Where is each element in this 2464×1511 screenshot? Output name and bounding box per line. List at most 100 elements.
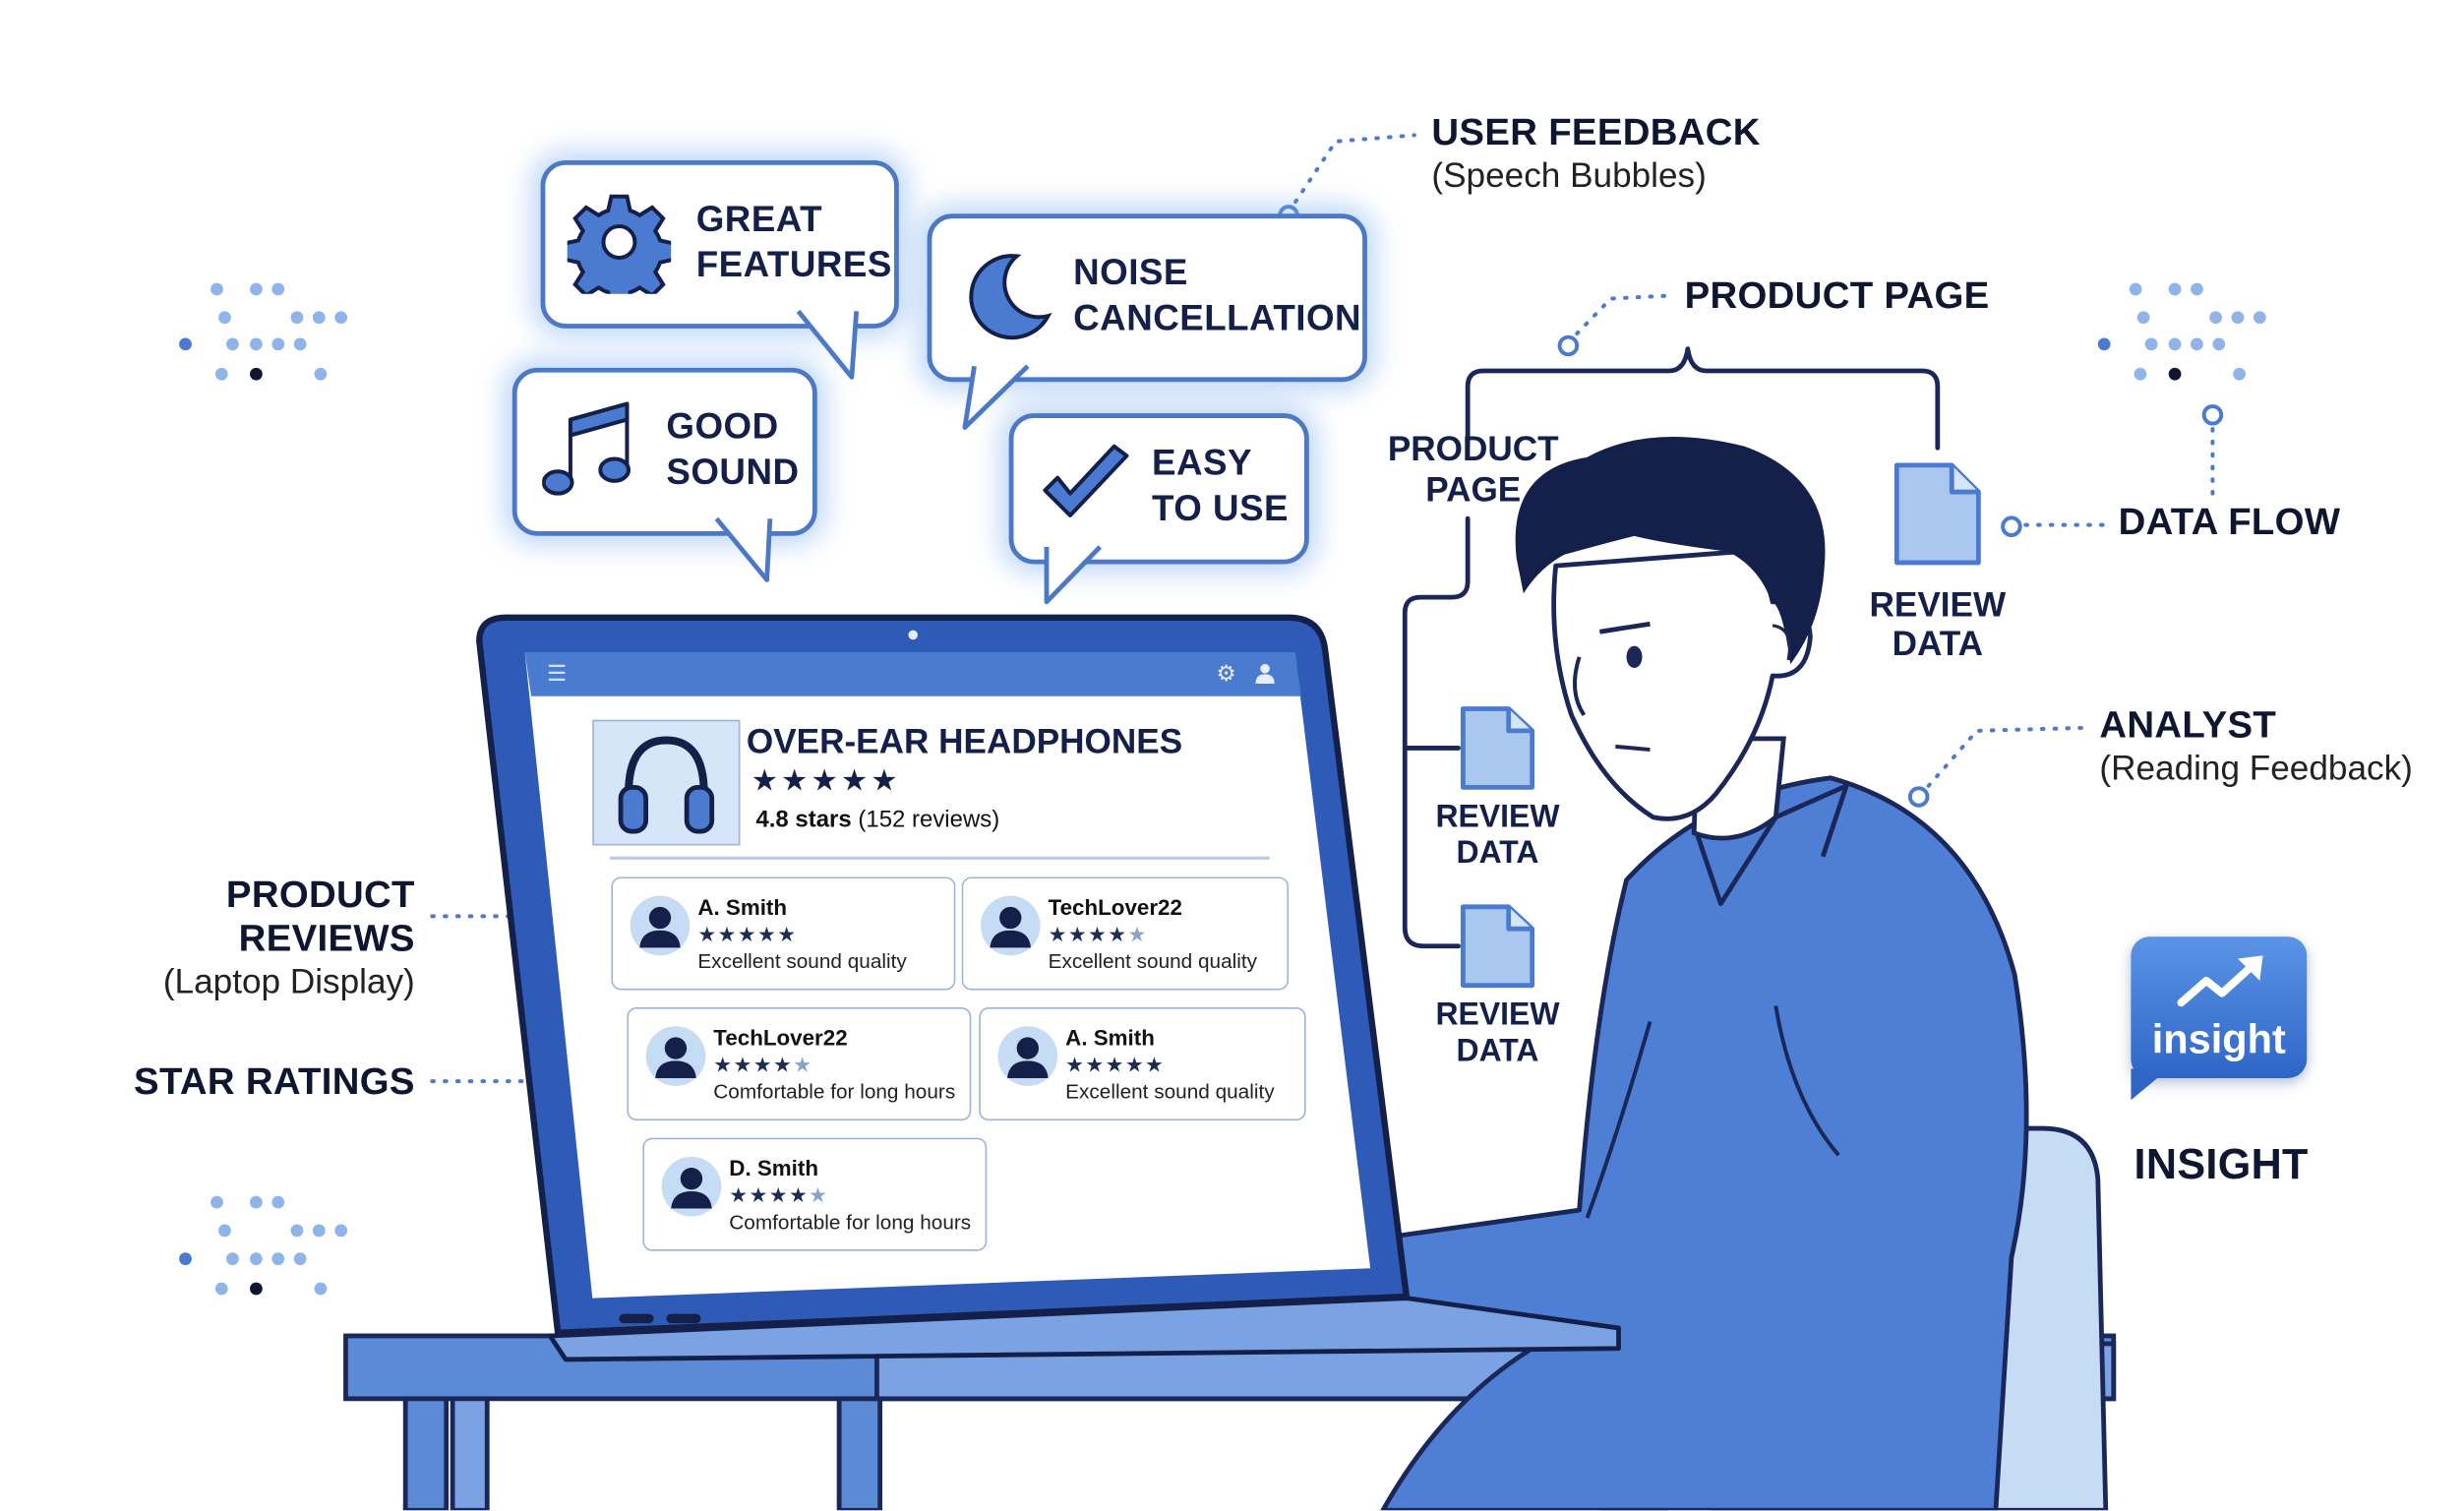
review-text: Comfortable for long hours	[729, 1210, 972, 1235]
gear-icon	[567, 194, 672, 294]
star-icon: ★	[737, 922, 757, 946]
star-icon: ★	[777, 922, 798, 946]
user-icon[interactable]	[1254, 662, 1276, 684]
product-title: OVER-EAR HEADPHONES	[746, 721, 1183, 761]
label-product-page-left: PRODUCT PAGE	[1387, 429, 1559, 510]
label-analyst: ANALYST (Reading Feedback)	[2099, 704, 2412, 789]
music-note-icon	[542, 401, 631, 496]
avatar	[996, 1025, 1059, 1088]
review-card[interactable]: A. Smith★★★★★Excellent sound quality	[979, 1007, 1306, 1121]
star-icon: ★	[1085, 1053, 1106, 1077]
document-icon	[1460, 706, 1535, 790]
review-stars: ★★★★★	[1049, 923, 1148, 948]
star-icon: ★	[1048, 922, 1068, 946]
label-user-feedback-title: USER FEEDBACK	[1431, 111, 1761, 154]
label-data-flow: DATA FLOW	[2118, 501, 2341, 544]
star-icon: ★	[717, 922, 738, 946]
product-rating-value: 4.8 stars	[755, 806, 852, 833]
review-card[interactable]: A. Smith ★★★★★Excellent sound quality	[611, 876, 956, 991]
review-stars: ★★★★★	[1065, 1053, 1165, 1078]
review-author: D. Smith	[729, 1155, 819, 1180]
review-card[interactable]: TechLover22★★★★★Comfortable for long hou…	[627, 1007, 972, 1121]
label-review-data-middle: REVIEW DATA	[1435, 800, 1560, 872]
star-icon: ★	[1145, 1053, 1166, 1077]
review-author: A. Smith	[1065, 1024, 1155, 1051]
label-review-data-top: REVIEW DATA	[1869, 584, 2007, 664]
bubble-noise-cancellation: NOISE CANCELLATION	[927, 213, 1367, 383]
trend-up-icon	[2177, 955, 2263, 1007]
label-user-feedback: USER FEEDBACK (Speech Bubbles)	[1431, 111, 1760, 196]
insight-badge-tail	[2131, 1068, 2169, 1101]
review-author: A. Smith	[697, 894, 788, 920]
star-icon: ★	[772, 1053, 794, 1077]
review-author: TechLover22	[1048, 894, 1182, 920]
star-icon: ★	[1124, 1053, 1146, 1077]
insight-badge: insight	[2131, 937, 2308, 1078]
review-stars: ★★★★★	[713, 1053, 812, 1078]
star-icon: ★	[793, 1053, 813, 1077]
star-icon: ★	[1067, 922, 1089, 946]
star-icon: ★	[1105, 1053, 1125, 1077]
product-rating: 4.8 stars (152 reviews)	[755, 807, 999, 833]
review-card[interactable]: TechLover22★★★★★Excellent sound quality	[961, 876, 1290, 991]
review-author: TechLover22	[713, 1024, 848, 1051]
avatar	[660, 1155, 723, 1218]
label-product-reviews-title: PRODUCT REVIEWS	[225, 874, 415, 961]
review-text: Excellent sound quality	[1065, 1079, 1275, 1104]
star-icon: ★	[733, 1053, 753, 1077]
review-card[interactable]: D. Smith ★★★★★Comfortable for long hours	[642, 1137, 988, 1251]
divider	[609, 856, 1270, 860]
bubble-great-features-text: GREAT FEATURES	[695, 198, 892, 285]
star-icon: ★	[749, 1182, 769, 1207]
dot-cluster-top-right	[2097, 282, 2266, 381]
star-icon: ★	[713, 1053, 734, 1077]
document-icon	[1460, 904, 1535, 989]
review-stars: ★★★★★	[729, 1183, 828, 1209]
bubble-tail	[962, 364, 1030, 430]
bubble-tail	[714, 516, 773, 582]
star-icon: ★	[768, 1182, 789, 1207]
avatar	[979, 894, 1042, 957]
review-stars: ★★★★★	[697, 923, 797, 948]
product-stars: ★★★★★	[751, 765, 901, 799]
label-analyst-title: ANALYST	[2099, 703, 2277, 747]
label-star-ratings: STAR RATINGS	[134, 1060, 415, 1104]
star-icon: ★	[756, 922, 778, 946]
bubble-noise-cancellation-text: NOISE CANCELLATION	[1073, 251, 1362, 338]
review-text: Comfortable for long hours	[713, 1079, 956, 1104]
bubble-tail	[1044, 545, 1103, 605]
label-product-reviews: PRODUCT REVIEWS (Laptop Display)	[63, 874, 415, 1002]
label-review-data-bottom: REVIEW DATA	[1435, 997, 1560, 1069]
bubble-tail	[796, 309, 860, 380]
review-text: Excellent sound quality	[1048, 948, 1258, 973]
data-flow-tree	[1402, 346, 1941, 949]
settings-icon[interactable]: ⚙	[1216, 659, 1236, 686]
label-user-feedback-sub: (Speech Bubbles)	[1431, 155, 1707, 196]
dot-cluster-top-left	[179, 282, 348, 381]
headphones-icon	[618, 736, 715, 834]
moon-icon	[969, 254, 1052, 340]
star-icon: ★	[788, 1182, 810, 1207]
review-text: Excellent sound quality	[697, 948, 907, 973]
star-icon: ★	[1108, 922, 1128, 946]
avatar	[644, 1025, 707, 1088]
dot-cluster-bottom-left	[179, 1195, 348, 1296]
avatar	[629, 894, 691, 957]
check-icon	[1043, 444, 1129, 518]
star-icon: ★	[729, 1182, 750, 1207]
star-icon: ★	[1127, 922, 1148, 946]
product-thumbnail	[592, 719, 741, 846]
label-insight: INSIGHT	[2133, 1140, 2309, 1188]
bubble-great-features: GREAT FEATURES	[540, 159, 899, 329]
product-review-count: (152 reviews)	[858, 806, 1000, 833]
bubble-easy-to-use-text: EASY TO USE	[1152, 441, 1290, 528]
menu-icon[interactable]: ☰	[546, 659, 568, 686]
insight-badge-text: insight	[2151, 1015, 2286, 1062]
bubble-good-sound: GOOD SOUND	[511, 367, 817, 536]
bubble-easy-to-use: EASY TO USE	[1008, 413, 1309, 565]
star-icon: ★	[1088, 922, 1109, 946]
bubble-good-sound-text: GOOD SOUND	[666, 405, 800, 493]
star-icon: ★	[752, 1053, 773, 1077]
label-product-reviews-sub: (Laptop Display)	[162, 961, 415, 1001]
